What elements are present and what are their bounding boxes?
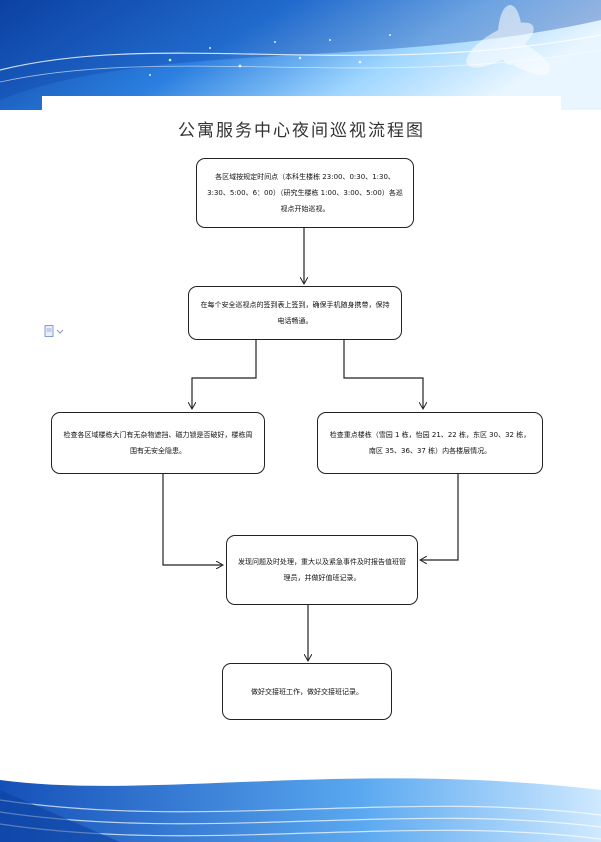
flow-step-text: 发现问题及时处理，重大以及紧急事件及时报告值班管理员，并做好值班记录。 (237, 554, 407, 586)
flow-step-check-key-buildings: 检查重点楼栋（雪园 1 栋，怡园 21、22 栋，东区 30、32 栋，南区 3… (317, 412, 543, 474)
flow-step-text: 各区域按规定时间点（本科生楼栋 23:00、0:30、1:30、3:30、5:0… (207, 169, 403, 217)
document-icon (44, 325, 64, 337)
flow-step-start-patrol: 各区域按规定时间点（本科生楼栋 23:00、0:30、1:30、3:30、5:0… (196, 158, 414, 228)
flow-step-text: 检查各区域楼栋大门有无杂物遮挡、磁力锁是否破好，楼栋周围有无安全隐患。 (62, 427, 254, 459)
flow-step-text: 在每个安全巡视点的签到表上签到，确保手机随身携带，保持电话畅通。 (199, 297, 391, 329)
flow-step-check-entrances: 检查各区域楼栋大门有无杂物遮挡、磁力锁是否破好，楼栋周围有无安全隐患。 (51, 412, 265, 474)
flow-step-text: 做好交接班工作，做好交接班记录。 (251, 684, 363, 700)
flow-step-handle-report: 发现问题及时处理，重大以及紧急事件及时报告值班管理员，并做好值班记录。 (226, 535, 418, 605)
flow-step-shift-handover: 做好交接班工作，做好交接班记录。 (222, 663, 392, 720)
page-title: 公寓服务中心夜间巡视流程图 (42, 116, 561, 141)
flow-step-text: 检查重点楼栋（雪园 1 栋，怡园 21、22 栋，东区 30、32 栋，南区 3… (328, 427, 532, 459)
flow-step-sign-in: 在每个安全巡视点的签到表上签到，确保手机随身携带，保持电话畅通。 (188, 286, 402, 340)
